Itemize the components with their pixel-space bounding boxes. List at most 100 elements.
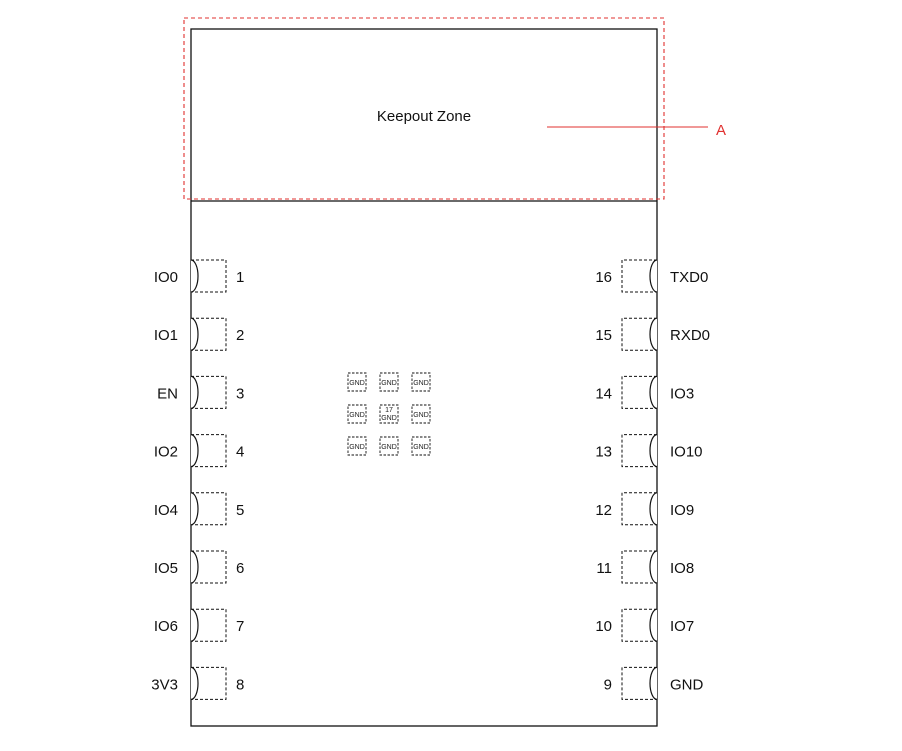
pin-number: 10 (595, 618, 612, 635)
pin-number: 4 (236, 444, 244, 461)
pin-number: 12 (595, 502, 612, 519)
pin-name: IO6 (154, 618, 178, 635)
pad-half-circle (649, 434, 658, 468)
gnd-pad-label: GND (413, 412, 429, 419)
pin-number: 16 (595, 269, 612, 286)
left-pin: IO6 7 (154, 608, 244, 642)
gnd-pad: GND (379, 372, 399, 392)
gnd-pad: GND (347, 404, 367, 424)
pad-half-circle (649, 550, 658, 584)
pad-half-circle (190, 666, 199, 700)
castellated-pad (621, 375, 657, 409)
pin-name: IO4 (154, 502, 178, 519)
gnd-pad-outline (411, 372, 431, 392)
pin-name: IO2 (154, 444, 178, 461)
gnd-pad-outline (347, 372, 367, 392)
gnd-pad-number: 17 (385, 407, 393, 414)
pin-name: RXD0 (670, 327, 710, 344)
pin-number: 11 (596, 560, 612, 577)
pin-name: EN (157, 385, 178, 402)
pin-name: IO7 (670, 618, 694, 635)
pin-name: IO8 (670, 560, 694, 577)
left-pin: IO2 4 (154, 434, 244, 468)
castellated-pad (621, 492, 657, 526)
gnd-pad: GND (347, 436, 367, 456)
castellated-pad (621, 550, 657, 584)
pin-number: 14 (595, 385, 612, 402)
gnd-pad-label: GND (413, 380, 429, 387)
gnd-pad-label: GND (349, 380, 365, 387)
pad-half-circle (649, 375, 658, 409)
gnd-pad-outline (411, 404, 431, 424)
pad-half-circle (649, 492, 658, 526)
gnd-pad-label: GND (413, 444, 429, 451)
pin-name: GND (670, 676, 704, 693)
pad-half-circle (190, 492, 199, 526)
gnd-pad: GND (347, 372, 367, 392)
castellated-pad (621, 608, 657, 642)
gnd-pad-label: GND (381, 380, 397, 387)
gnd-pad-outline (347, 436, 367, 456)
keepout-zone-outline (183, 17, 665, 200)
right-pin: 15 RXD0 (595, 317, 710, 351)
gnd-pad-outline (411, 436, 431, 456)
castellated-pad (621, 259, 657, 293)
pad-half-circle (649, 666, 658, 700)
left-pin: IO4 5 (154, 492, 244, 526)
gnd-pad-label: GND (349, 444, 365, 451)
pin-number: 1 (236, 269, 244, 286)
pin-name: IO10 (670, 444, 703, 461)
pin-number: 7 (236, 618, 244, 635)
pad-half-circle (190, 259, 199, 293)
pad-half-circle (190, 434, 199, 468)
pad-half-circle (190, 375, 199, 409)
pin-number: 8 (236, 676, 244, 693)
pad-half-circle (190, 608, 199, 642)
castellated-pad (191, 375, 227, 409)
right-pin: 11 IO8 (596, 550, 694, 584)
pad-half-circle (649, 608, 658, 642)
castellated-pad (621, 666, 657, 700)
pad-half-circle (649, 317, 658, 351)
castellated-pad (191, 434, 227, 468)
pad-half-circle (190, 317, 199, 351)
gnd-pad-label: GND (381, 415, 397, 422)
keepout-zone-label: Keepout Zone (377, 108, 471, 125)
gnd-pad-outline (379, 372, 399, 392)
pin-name: 3V3 (151, 676, 178, 693)
right-pin: 10 IO7 (595, 608, 694, 642)
left-pin: 3V3 8 (151, 666, 244, 700)
castellated-pad (191, 550, 227, 584)
pin-name: IO9 (670, 502, 694, 519)
pin-name: TXD0 (670, 269, 708, 286)
castellated-pad (191, 608, 227, 642)
gnd-pad: GND (379, 436, 399, 456)
pin-number: 2 (236, 327, 244, 344)
gnd-pad-outline (347, 404, 367, 424)
module-outline (190, 28, 658, 727)
callout-label: A (716, 122, 726, 139)
pin-number: 5 (236, 502, 244, 519)
castellated-pad (191, 492, 227, 526)
right-pin: 12 IO9 (595, 492, 694, 526)
castellated-pad (191, 666, 227, 700)
gnd-pad-label: GND (381, 444, 397, 451)
gnd-pad: GND (411, 404, 431, 424)
castellated-pad (191, 317, 227, 351)
pin-number: 15 (595, 327, 612, 344)
gnd-pad-outline (379, 436, 399, 456)
gnd-pad-label: GND (349, 412, 365, 419)
gnd-pad: GND (411, 436, 431, 456)
castellated-pad (621, 434, 657, 468)
pad-half-circle (190, 550, 199, 584)
